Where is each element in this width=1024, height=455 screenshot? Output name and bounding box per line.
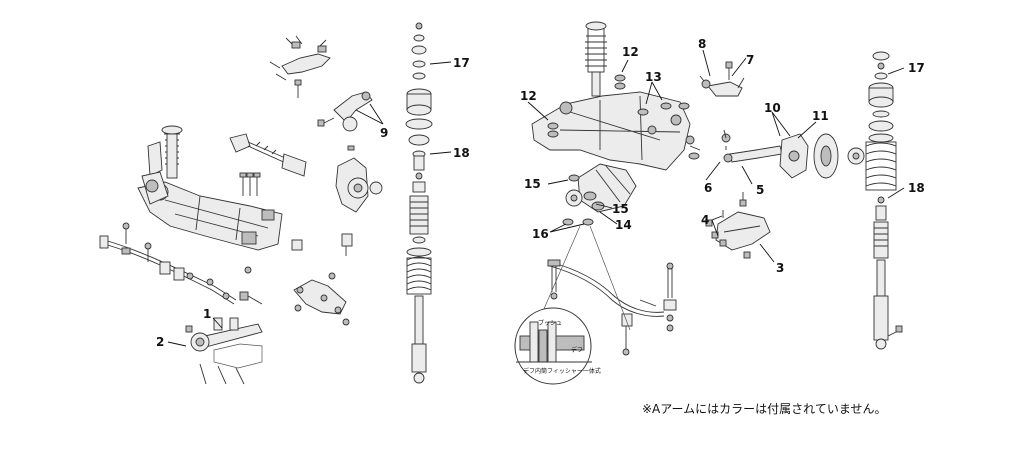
front-upper-control-arm — [317, 91, 373, 151]
upper-arm-kit — [269, 35, 331, 98]
callout-9: 9 — [380, 126, 388, 140]
front-small-brackets — [291, 233, 353, 256]
rear-coilover-column — [865, 51, 903, 350]
callout-18-rear: 18 — [908, 181, 925, 195]
rear-differential — [562, 163, 637, 226]
callout-2: 2 — [156, 335, 164, 349]
callout-1: 1 — [203, 307, 211, 321]
front-strut-assembly — [141, 125, 183, 205]
callout-14: 14 — [615, 218, 632, 232]
front-coilover-column — [405, 22, 433, 384]
front-knuckle-hub — [335, 157, 383, 213]
callout-10: 10 — [764, 101, 781, 115]
rear-sway-bar — [547, 259, 677, 356]
front-tension-rod — [185, 317, 263, 385]
front-drive-shaft — [229, 133, 307, 177]
callout-6: 6 — [704, 181, 712, 195]
callout-12-left: 12 — [520, 89, 537, 103]
callout-7: 7 — [746, 53, 754, 67]
front-lower-bracket — [293, 272, 350, 326]
callout-13: 13 — [645, 70, 662, 84]
inset-diff-label: デフ — [571, 346, 583, 354]
callout-12-right: 12 — [622, 45, 639, 59]
rear-knuckle-brake — [779, 133, 865, 179]
bushing-detail-inset: ブッシュ デフ デフ内筒フィッシャー一体式 — [514, 307, 601, 385]
callout-5: 5 — [756, 183, 764, 197]
rear-upper-strut — [585, 21, 607, 97]
callout-4: 4 — [701, 213, 709, 227]
callout-17-front: 17 — [453, 56, 470, 70]
footnote-text: ※Aアームにはカラーは付属されていません。 — [642, 402, 887, 416]
callout-15-left: 15 — [524, 177, 541, 191]
rear-camber-arm — [721, 129, 783, 163]
callout-labels: 1 2 3 4 5 6 7 8 9 10 11 12 12 13 14 15 1… — [156, 37, 925, 349]
rear-subframe — [531, 91, 701, 171]
rear-toe-arm — [699, 61, 745, 97]
rear-lower-arm — [705, 192, 771, 259]
front-sway-bar — [99, 222, 263, 305]
callout-15-right: 15 — [612, 202, 629, 216]
front-bolts-vertical — [239, 172, 261, 196]
inset-leader-lines — [539, 225, 631, 331]
callout-17-rear: 17 — [908, 61, 925, 75]
inset-caption: デフ内筒フィッシャー一体式 — [523, 367, 601, 375]
callout-11: 11 — [812, 109, 829, 123]
rear-bushing-washers — [547, 74, 700, 160]
leader-lines — [167, 49, 905, 347]
inset-bush-label: ブッシュ — [538, 319, 562, 327]
callout-8: 8 — [698, 37, 706, 51]
callout-18-front: 18 — [453, 146, 470, 160]
callout-3: 3 — [776, 261, 784, 275]
callout-16: 16 — [532, 227, 549, 241]
